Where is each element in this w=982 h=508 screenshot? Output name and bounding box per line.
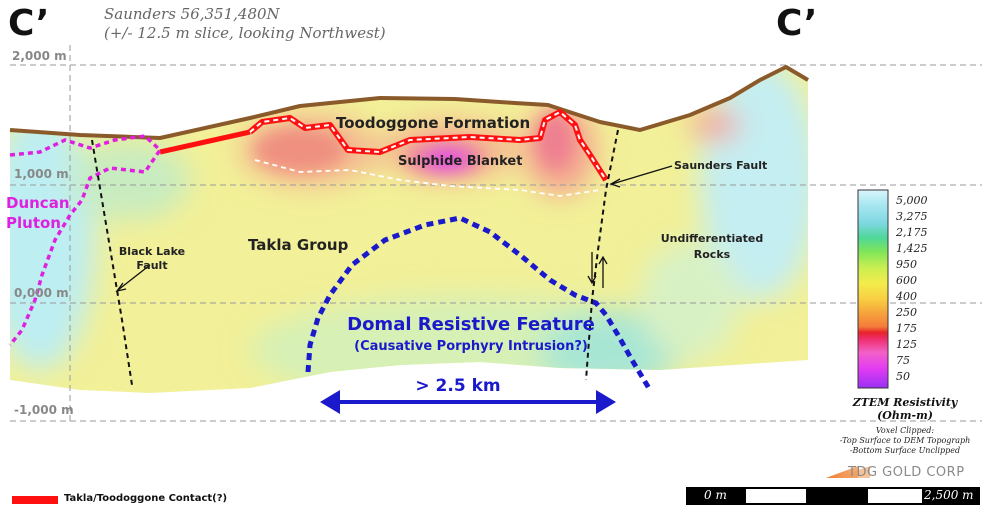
colorbar-tick: 5,000 [896,194,928,207]
sulphide-blanket-label: Sulphide Blanket [398,154,523,169]
colorbar-tick: 1,425 [896,242,928,255]
sulphide-blanket-outline [254,159,601,197]
black-lake-fault-line [91,139,133,386]
colorbar-note-line-1: Voxel Clipped: [875,426,935,435]
undiff-line-1: Undifferentiated [660,232,764,245]
company-logo-text: TDG GOLD CORP [848,465,965,480]
legend-contact-label: Takla/Toodoggone Contact(?) [64,493,228,504]
black-lake-line-1: Black Lake [118,245,186,258]
domal-outline [305,215,653,392]
section-label-right: C’ [776,3,818,44]
colorbar-tick: 400 [896,290,917,303]
contact-line-dashes [249,111,607,181]
subtitle-line-2: (+/- 12.5 m slice, looking Northwest) [104,24,386,42]
width-arrow [320,390,616,414]
section-subtitle: Saunders 56,351,480N (+/- 12.5 m slice, … [104,5,386,43]
colorbar-note-line-2: -Top Surface to DEM Topograph [839,436,971,445]
undifferentiated-rocks-label: Undifferentiated Rocks [654,231,770,263]
colorbar-tick: 250 [896,306,917,319]
tdg-logo-mark [826,466,870,478]
colorbar-tick: 600 [896,274,917,287]
displacement-arrows [587,252,608,288]
colorbar-tick: 950 [896,258,917,271]
saunders-fault-line [585,129,619,381]
colorbar-ticks: 5,000 3,275 2,175 1,425 950 600 400 250 … [896,193,956,385]
scale-bar-end-label: 2,500 m [924,488,974,502]
domal-feature-title: Domal Resistive Feature [347,314,595,335]
annotation-arrows [115,165,673,293]
colorbar-title-line-1: ZTEM Resistivity [852,396,958,409]
elevation-label-neg1000: -1,000 m [14,403,74,417]
colorbar-tick: 75 [896,354,910,367]
black-lake-line-2: Fault [136,259,168,272]
black-lake-fault-label: Black Lake Fault [114,245,190,273]
duncan-pluton-boundary [8,134,163,347]
elevation-label-1000: 1,000 m [14,167,69,181]
elevation-label-2000: 2,000 m [12,49,67,63]
undiff-line-2: Rocks [693,248,731,261]
colorbar-tick: 50 [896,370,910,383]
elevation-label-0: 0,000 m [14,286,69,300]
scale-bar-start-label: 0 m [704,488,727,502]
colorbar-tick: 175 [896,322,917,335]
section-label-left: C’ [8,3,50,44]
duncan-pluton-label: Duncan Pluton [6,193,70,233]
contact-line-solid [159,129,251,155]
topography-line [9,65,810,140]
toodoggone-formation-label: Toodoggone Formation [336,114,531,132]
legend-contact-swatch [12,496,58,504]
colorbar-tick: 125 [896,338,917,351]
colorbar-note-line-3: -Bottom Surface Unclipped [849,446,961,455]
colorbar-note: Voxel Clipped: -Top Surface to DEM Topog… [832,426,978,456]
colorbar-tick: 3,275 [896,210,928,223]
subtitle-line-1: Saunders 56,351,480N [104,5,280,23]
saunders-fault-label: Saunders Fault [674,159,768,172]
colorbar-title: ZTEM Resistivity (Ohm-m) [832,396,978,422]
colorbar-tick: 2,175 [896,226,928,239]
elevation-grid [10,64,982,422]
domal-feature-subtitle: (Causative Porphyry Intrusion?) [354,339,588,354]
colorbar-title-line-2: (Ohm-m) [877,409,933,422]
duncan-line-1: Duncan [6,194,70,212]
scale-bar-graphic [686,487,980,505]
colorbar-gradient [857,189,889,389]
duncan-line-2: Pluton [6,214,61,232]
takla-group-label: Takla Group [248,236,349,254]
width-label: > 2.5 km [415,376,501,396]
